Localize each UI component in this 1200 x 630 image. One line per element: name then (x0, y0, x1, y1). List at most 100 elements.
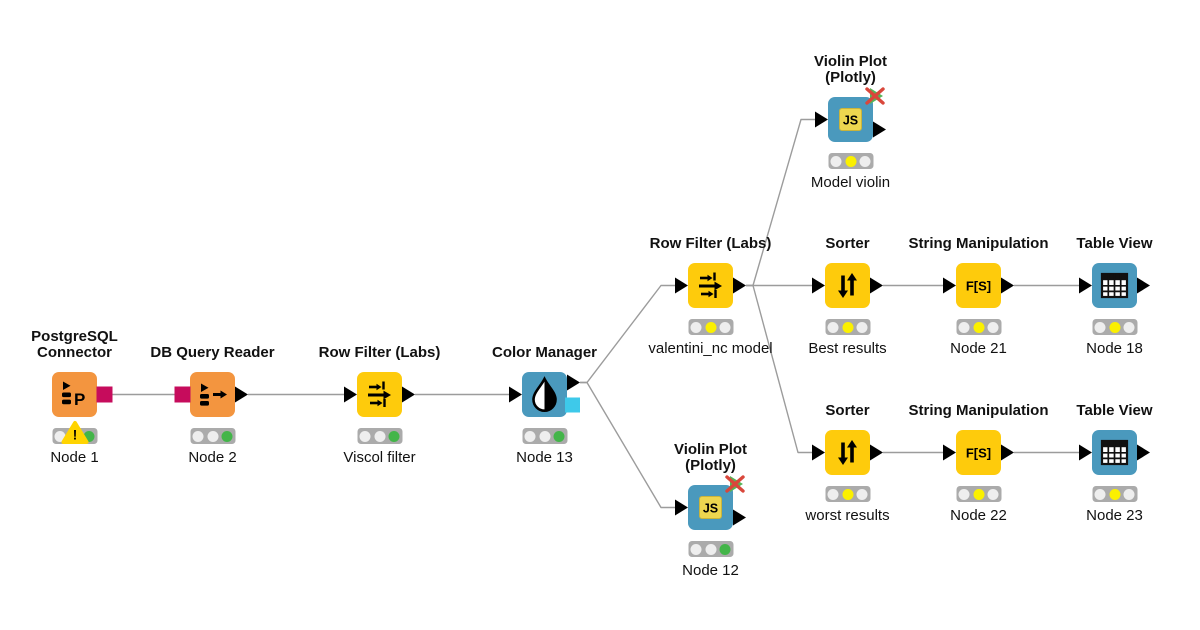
string-manip-icon[interactable]: F[S] (956, 263, 1001, 308)
node-title: Violin Plot (Plotly) (813, 53, 888, 86)
svg-text:P: P (74, 390, 85, 409)
node-title: Table View (1076, 402, 1153, 419)
status-lamp (973, 488, 984, 500)
node-postgresql-connector: PostgreSQL Connector P ! Node 1 (31, 329, 118, 467)
status-lamp (83, 430, 95, 442)
node-table-view-23: Table View Node 23 (1076, 403, 1152, 525)
node-label[interactable]: Node 2 (188, 449, 237, 466)
status-lamp (827, 321, 839, 333)
status-traffic-light (825, 486, 870, 502)
status-lamp (827, 488, 839, 500)
js-view-icon[interactable]: JS (828, 97, 873, 142)
status-traffic-light (956, 486, 1001, 502)
status-lamp (221, 430, 233, 442)
status-lamp (719, 321, 731, 333)
status-lamp (1123, 321, 1135, 333)
node-label[interactable]: Node 12 (682, 562, 739, 579)
row-filter-icon[interactable] (357, 372, 402, 417)
node-title: Sorter (825, 402, 870, 419)
status-lamp (553, 430, 565, 442)
status-traffic-light (828, 153, 873, 169)
status-lamp (1094, 321, 1106, 333)
node-label[interactable]: valentini_nc model (648, 340, 773, 357)
svg-text:JS: JS (843, 114, 858, 128)
status-lamp (1109, 488, 1120, 500)
table-view-icon[interactable] (1092, 430, 1137, 475)
node-label[interactable]: Model violin (810, 174, 891, 191)
node-label[interactable]: worst results (805, 507, 890, 524)
node-title: Row Filter (Labs) (649, 235, 772, 252)
status-traffic-light (1092, 486, 1137, 502)
connection-wire (746, 118, 815, 287)
status-lamp (1094, 488, 1106, 500)
js-view-icon[interactable]: JS (688, 485, 733, 530)
status-lamp (524, 430, 536, 442)
sorter-icon[interactable] (825, 430, 870, 475)
color-manager-icon[interactable] (522, 372, 567, 417)
node-table-view-18: Table View Node 18 (1076, 236, 1152, 358)
row-filter-icon[interactable] (688, 263, 733, 308)
status-lamp (987, 488, 999, 500)
connection-wire (580, 284, 675, 384)
node-color-manager: Color Manager Node 13 (492, 345, 597, 467)
status-lamp (987, 321, 999, 333)
node-sorter-worst: Sorter worst results (805, 403, 889, 525)
status-lamp (690, 321, 702, 333)
status-lamp (374, 430, 385, 442)
node-title: DB Query Reader (150, 344, 275, 361)
postgresql-icon[interactable]: P (52, 372, 97, 417)
status-lamp (830, 155, 842, 167)
string-manip-icon[interactable]: F[S] (956, 430, 1001, 475)
node-label[interactable]: Node 13 (516, 449, 573, 466)
node-label[interactable]: Viscol filter (343, 449, 416, 466)
status-traffic-light (1092, 319, 1137, 335)
status-lamp (859, 155, 871, 167)
status-lamp (207, 430, 218, 442)
status-lamp (1123, 488, 1135, 500)
node-title: String Manipulation (908, 402, 1049, 419)
node-violin-plot-12: Violin Plot (Plotly) JS Node 12 (674, 442, 747, 580)
node-label[interactable]: Node 23 (1086, 507, 1143, 524)
node-label[interactable]: Node 1 (50, 449, 99, 466)
node-title: Table View (1076, 235, 1153, 252)
connection-wire (580, 381, 675, 509)
node-title: Violin Plot (Plotly) (673, 441, 748, 474)
svg-text:F[S]: F[S] (966, 279, 991, 294)
node-title: PostgreSQL Connector (31, 328, 118, 361)
status-lamp (958, 321, 970, 333)
node-label[interactable]: Best results (808, 340, 887, 357)
node-label[interactable]: Node 21 (950, 340, 1007, 357)
status-lamp (719, 543, 731, 555)
status-lamp (705, 321, 716, 333)
svg-text:F[S]: F[S] (966, 446, 991, 461)
node-label[interactable]: Node 22 (950, 507, 1007, 524)
node-title: String Manipulation (908, 235, 1049, 252)
status-lamp (359, 430, 371, 442)
node-db-query-reader: DB Query Reader Node 2 (150, 345, 274, 467)
db-reader-icon[interactable] (190, 372, 235, 417)
status-traffic-light (190, 428, 235, 444)
status-traffic-light (688, 541, 733, 557)
status-lamp (690, 543, 702, 555)
node-title: Row Filter (Labs) (318, 344, 441, 361)
status-lamp (973, 321, 984, 333)
svg-text:!: ! (72, 428, 77, 443)
status-traffic-light (956, 319, 1001, 335)
table-view-icon[interactable] (1092, 263, 1137, 308)
node-label[interactable]: Node 18 (1086, 340, 1143, 357)
warning-icon: ! (61, 420, 89, 450)
sorter-icon[interactable] (825, 263, 870, 308)
status-lamp (539, 430, 550, 442)
status-traffic-light (522, 428, 567, 444)
status-lamp (856, 321, 868, 333)
node-sorter-best: Sorter Best results (808, 236, 886, 358)
status-traffic-light (357, 428, 402, 444)
status-lamp (388, 430, 400, 442)
status-lamp (54, 430, 66, 442)
svg-text:JS: JS (703, 502, 718, 516)
node-title: Sorter (825, 235, 870, 252)
